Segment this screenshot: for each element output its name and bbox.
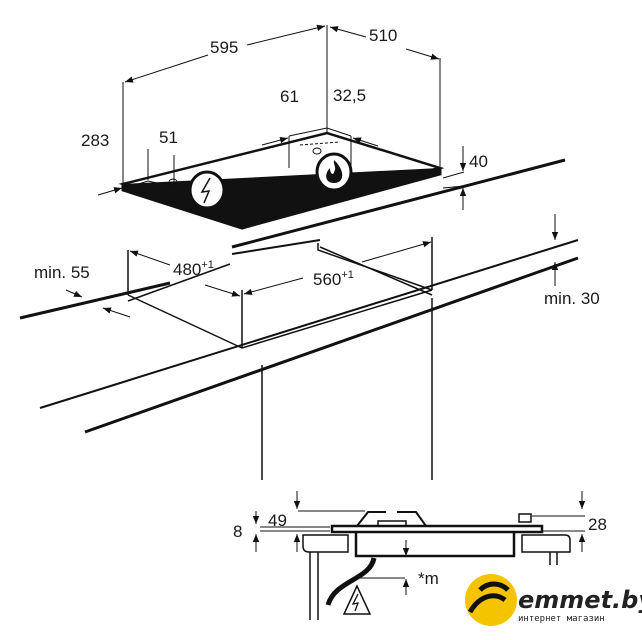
dim-cutout-width-label: 560+1 <box>313 269 354 289</box>
dim-height-label: 40 <box>469 152 488 171</box>
hob <box>118 131 445 230</box>
dim-offset-back-label: 61 <box>280 87 299 106</box>
cutout <box>127 237 433 349</box>
emmet-logo-text: emmet.by <box>518 586 642 614</box>
emmet-logo-subtitle: интернет магазин <box>518 614 605 624</box>
gas-flame-icon <box>315 152 353 192</box>
dim-cutout-depth-label: 480+1 <box>173 259 214 279</box>
section-note-label: *m <box>418 569 439 588</box>
dim-depth-label: 510 <box>369 26 397 45</box>
dim-offset-back-small-label: 32,5 <box>333 86 366 105</box>
hob-dimension-lines <box>97 24 467 210</box>
dim-offset-left-small-label: 51 <box>159 128 178 147</box>
gas-nozzle-markers <box>154 141 341 186</box>
electric-warning-icon <box>342 584 372 615</box>
dim-width-label: 595 <box>210 38 238 57</box>
dim-front-min-label: min. 55 <box>34 263 90 282</box>
worktop <box>19 158 579 434</box>
electric-icon <box>188 170 226 210</box>
dim-28-label: 28 <box>588 515 607 534</box>
dim-offset-left-label: 283 <box>81 131 109 150</box>
section-view <box>252 491 586 620</box>
dim-8-label: 8 <box>233 522 242 541</box>
dim-worktop-min-label: min. 30 <box>544 289 600 308</box>
emmet-logo: emmet.by интернет магазин <box>465 574 642 626</box>
dim-49-label: 49 <box>268 511 287 530</box>
cutout-dimension-lines <box>65 214 559 318</box>
cabinet-lines <box>261 298 433 480</box>
